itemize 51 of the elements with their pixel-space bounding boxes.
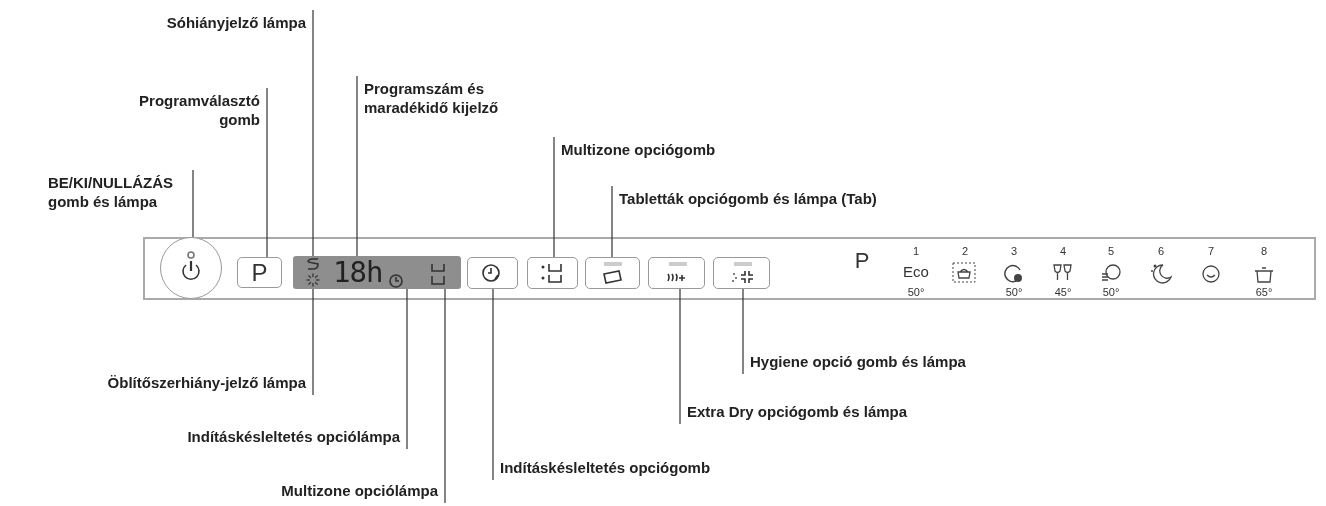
program-name: Eco xyxy=(903,263,929,280)
leader-line xyxy=(312,9,314,259)
temperature-label: 50° xyxy=(907,286,925,298)
program-number: 8 xyxy=(1260,245,1268,257)
callout-label: Tabletták opciógomb és lámpa (Tab) xyxy=(612,186,942,211)
leader-line xyxy=(192,169,194,238)
callout-label: Programszám és maradékidő kijelző xyxy=(357,76,517,120)
callout-label: Extra Dry opciógomb és lámpa xyxy=(680,399,980,424)
program-letter: P xyxy=(854,248,870,274)
tablet-button xyxy=(585,257,640,289)
temperature-label: 45° xyxy=(1054,286,1072,298)
display-digits: 18h xyxy=(333,256,383,289)
leader-line xyxy=(553,136,555,258)
temperature-label: 50° xyxy=(1102,286,1120,298)
button-letter: P xyxy=(250,258,269,287)
leader-line xyxy=(611,185,613,258)
leader-line xyxy=(742,288,744,375)
temperature-label: 65° xyxy=(1255,286,1273,298)
leader-line xyxy=(266,87,268,258)
multizone-button xyxy=(527,257,578,289)
extra-dry-button xyxy=(648,257,705,289)
program-number: 1 xyxy=(912,245,920,257)
callout-label: Öblítőszerhiány-jelző lámpa xyxy=(13,370,313,395)
program-number: 3 xyxy=(1010,245,1018,257)
program-number: 2 xyxy=(961,245,969,257)
program-button xyxy=(237,257,282,288)
program-number: 4 xyxy=(1059,245,1067,257)
temperature-label: 50° xyxy=(1005,286,1023,298)
leader-line xyxy=(492,288,494,481)
leader-line xyxy=(679,288,681,425)
delay-button xyxy=(467,257,518,289)
rinse-aid-lamp-icon xyxy=(305,273,321,287)
display-panel xyxy=(293,256,461,289)
callout-label: Sóhiányjelző lámpa xyxy=(113,10,313,35)
callout-label: Indításkésleltetés opciógomb xyxy=(493,455,813,480)
callout-label: Programválasztó gomb xyxy=(127,88,267,132)
leader-line xyxy=(406,287,408,450)
leader-line xyxy=(356,75,358,257)
program-number: 6 xyxy=(1157,245,1165,257)
rack-lamp-icon xyxy=(430,262,446,286)
hygiene-button xyxy=(713,257,770,289)
callout-label: Multizone opciólámpa xyxy=(195,478,445,503)
callout-label: Indításkésleltetés opciólámpa xyxy=(117,424,407,449)
callout-label: Multizone opciógomb xyxy=(554,137,774,162)
salt-lamp-icon xyxy=(305,258,321,272)
program-number: 7 xyxy=(1207,245,1215,257)
leader-line xyxy=(312,286,314,396)
callout-label: Hygiene opció gomb és lámpa xyxy=(743,349,1063,374)
callout-label: BE/KI/NULLÁZÁS gomb és lámpa xyxy=(48,170,193,214)
clock-lamp-icon xyxy=(388,273,404,288)
program-number: 5 xyxy=(1107,245,1115,257)
